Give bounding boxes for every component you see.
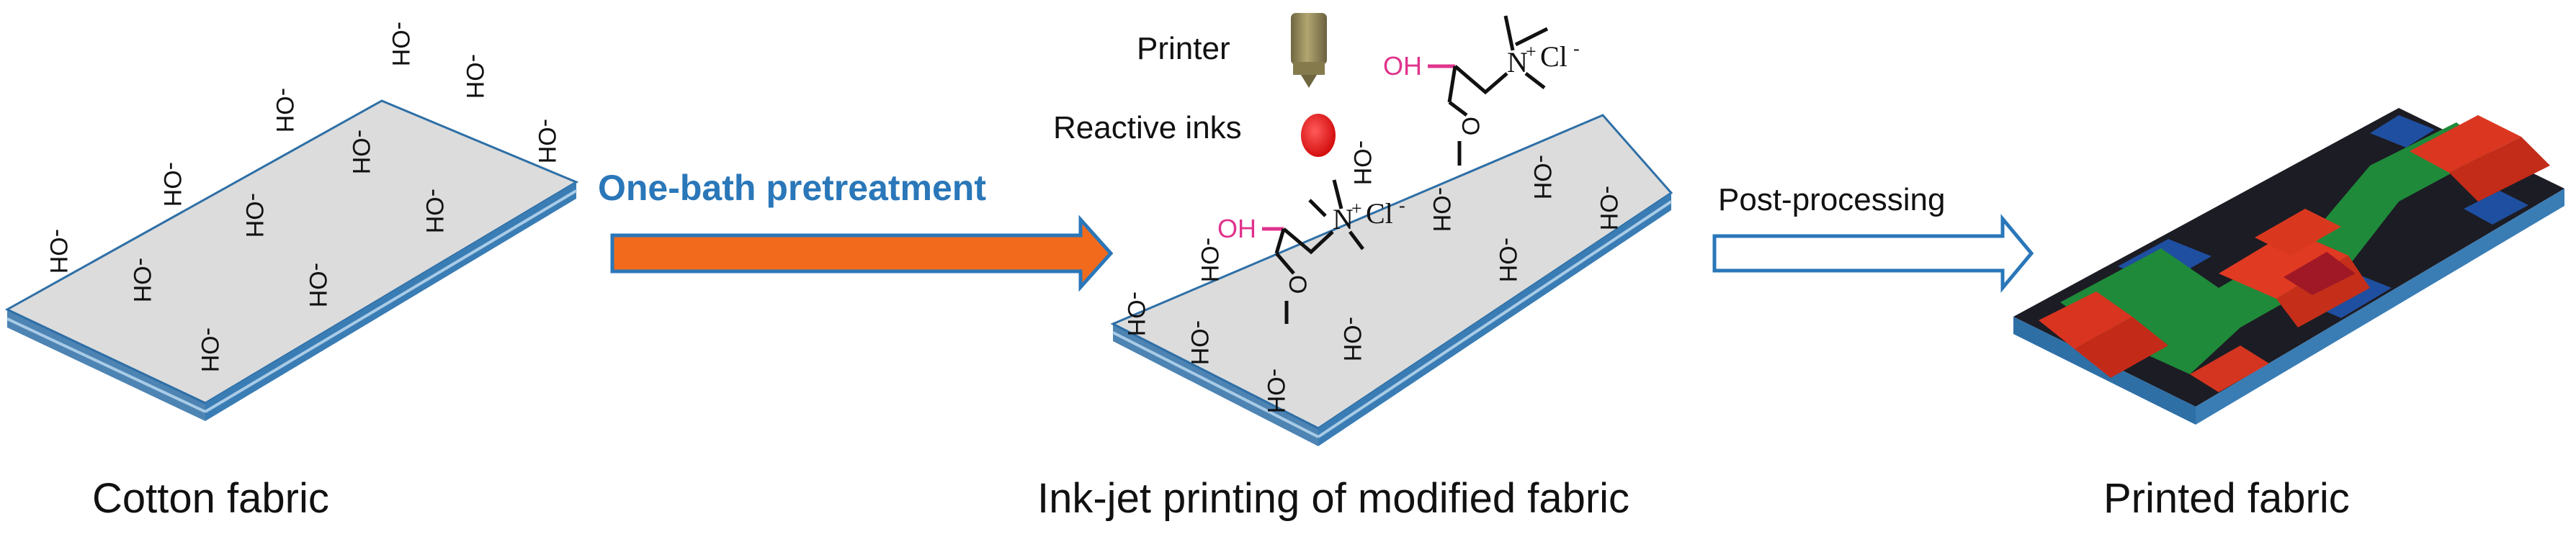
hydroxyl-group: -OH (45, 229, 72, 274)
negative-charge: - (1573, 38, 1580, 59)
pretreatment-step-label: One-bath pretreatment (598, 168, 986, 208)
ink-droplet-icon (1301, 114, 1336, 157)
hydroxyl-group: -OH (304, 263, 331, 307)
reactive-inks-label: Reactive inks (1053, 110, 1242, 145)
nitrogen-atom: N (1507, 46, 1528, 78)
quaternary-ammonium-group-surface: OH O N + Cl - (1217, 179, 1405, 324)
printed-fabric-caption: Printed fabric (2103, 475, 2350, 522)
printer-label: Printer (1137, 31, 1230, 66)
nitrogen-atom: N (1333, 203, 1354, 235)
modified-fabric-slab (1110, 114, 1673, 446)
cotton-fabric-slab (4, 99, 579, 421)
negative-charge: - (1399, 195, 1405, 216)
modified-fabric-caption: Ink-jet printing of modified fabric (1037, 475, 1629, 522)
hydroxyl-group: -OH (387, 22, 414, 66)
post-processing-step-label: Post-processing (1718, 182, 1945, 217)
hydroxyl-group: -OH (1595, 186, 1622, 230)
positive-charge: + (1351, 198, 1362, 219)
chloride-ion: Cl (1540, 40, 1567, 73)
hydroxyl-group: -OH (1428, 187, 1455, 232)
ether-oxygen: O (1284, 275, 1311, 294)
pretreatment-arrow (610, 214, 1114, 292)
chloride-ion: Cl (1366, 197, 1393, 230)
post-processing-arrow (1712, 214, 2034, 293)
hydroxyl-group: -OH (1349, 140, 1376, 185)
hydroxyl-group: -OH (1529, 155, 1556, 199)
hydroxyl-group: -OH (241, 193, 268, 238)
hydroxyl-group: -OH (1262, 369, 1289, 413)
quaternary-ammonium-group-top: OH N + Cl - O (1383, 15, 1580, 166)
hydroxyl-group: -OH (271, 88, 298, 132)
cotton-fabric-caption: Cotton fabric (92, 475, 329, 522)
hydroxyl-group: -OH (1494, 238, 1521, 282)
cotton-hydroxyl-groups: -OH -OH -OH -OH -OH -OH -OH -OH -OH -OH … (45, 22, 560, 372)
hydroxyl-group: -OH (533, 119, 560, 163)
ether-oxygen: O (1457, 117, 1484, 135)
hydroxyl-group: -OH (1196, 238, 1223, 282)
hydroxyl-pink-label: OH (1383, 51, 1422, 81)
hydroxyl-group: -OH (1186, 320, 1213, 365)
hydroxyl-group: -OH (1122, 291, 1150, 336)
hydroxyl-group: -OH (1338, 317, 1366, 361)
hydroxyl-pink-label: OH (1217, 214, 1256, 243)
modified-hydroxyl-groups: -OH -OH -OH -OH -OH -OH -OH -OH -OH -OH (1122, 140, 1622, 413)
hydroxyl-group: -OH (158, 162, 186, 207)
hydroxyl-group: -OH (461, 54, 488, 99)
hydroxyl-group: -OH (347, 130, 375, 174)
printed-fabric-slab (2013, 108, 2564, 425)
hydroxyl-group: -OH (421, 189, 448, 233)
positive-charge: + (1526, 41, 1537, 62)
printer-head-icon (1291, 13, 1327, 88)
hydroxyl-group: -OH (128, 258, 156, 302)
hydroxyl-group: -OH (196, 327, 223, 372)
